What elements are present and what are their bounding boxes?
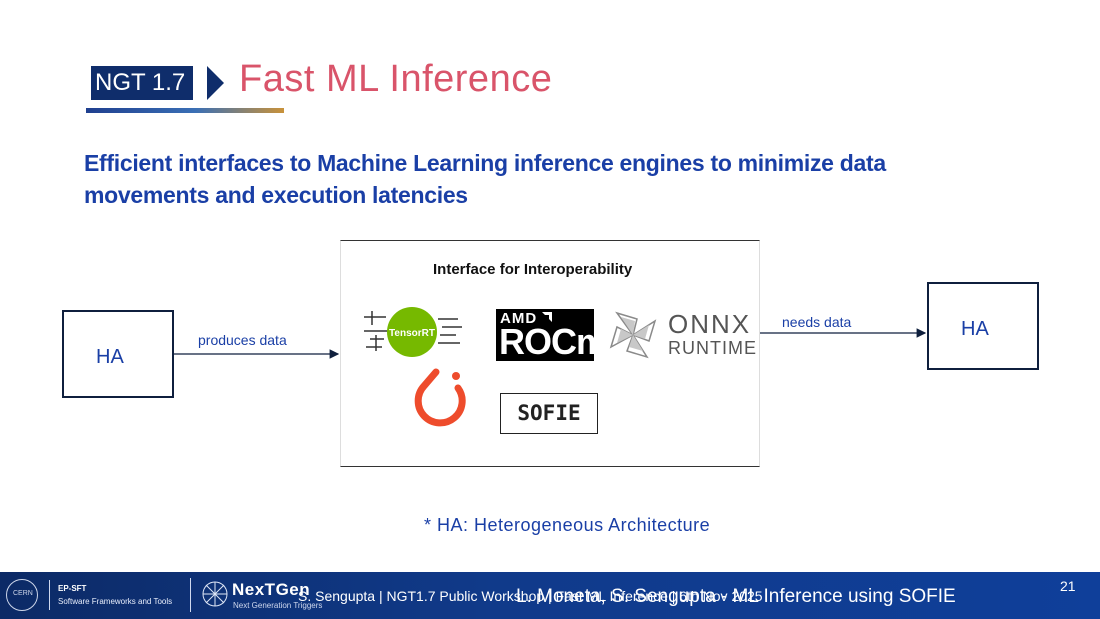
footer-text-event: S. Sengupta | NGT1.7 Public Workshop | F… bbox=[298, 588, 763, 604]
title-underline bbox=[86, 108, 284, 113]
onnx-pinwheel-icon bbox=[609, 311, 657, 359]
ep-sft-subtitle: Software Frameworks and Tools bbox=[58, 597, 173, 606]
rocm-text: ROCm bbox=[499, 321, 608, 362]
pytorch-logo-icon bbox=[414, 368, 466, 427]
page-number: 21 bbox=[1060, 578, 1076, 594]
tensorrt-text: TensorRT bbox=[389, 328, 435, 339]
produces-data-label: produces data bbox=[198, 332, 287, 348]
tensorrt-logo-icon: TensorRT bbox=[364, 307, 462, 357]
nextgen-subtitle: Next Generation Triggers bbox=[233, 601, 323, 610]
ngt-badge: NGT 1.7 bbox=[91, 66, 194, 100]
ha-box-consumer: HA bbox=[927, 282, 1039, 370]
ha-box-producer: HA bbox=[62, 310, 174, 398]
ep-sft-label: EP-SFT bbox=[58, 584, 87, 593]
interface-title: Interface for Interoperability bbox=[433, 261, 633, 278]
ha-label: HA bbox=[96, 346, 124, 368]
nextgen-logo-icon bbox=[202, 581, 228, 607]
cern-logo-icon: CERN bbox=[6, 579, 38, 611]
nextgen-title: NexTGen bbox=[232, 580, 311, 599]
rocm-logo: AMD ROCm bbox=[496, 309, 608, 362]
cern-label: CERN bbox=[13, 590, 33, 597]
footer-divider bbox=[49, 580, 50, 610]
amd-arrow-icon bbox=[542, 312, 552, 322]
onnx-text: ONNX bbox=[668, 309, 752, 339]
footer-divider bbox=[190, 578, 191, 612]
slide-subtitle: Efficient interfaces to Machine Learning… bbox=[84, 150, 886, 208]
runtime-text: RUNTIME bbox=[668, 338, 757, 358]
sofie-logo: SOFIE bbox=[500, 393, 598, 434]
badge-arrow bbox=[207, 66, 224, 100]
footer-text-authors: L. Moneta, S. Sengupta - ML Inference us… bbox=[516, 586, 956, 607]
footer-bar: CERN EP-SFT Software Frameworks and Tool… bbox=[0, 572, 1100, 619]
slide-title: Fast ML Inference bbox=[239, 58, 553, 100]
ha-label: HA bbox=[961, 318, 989, 340]
amd-text: AMD bbox=[500, 310, 538, 327]
footnote: * HA: Heterogeneous Architecture bbox=[424, 515, 711, 535]
needs-data-label: needs data bbox=[782, 314, 852, 330]
